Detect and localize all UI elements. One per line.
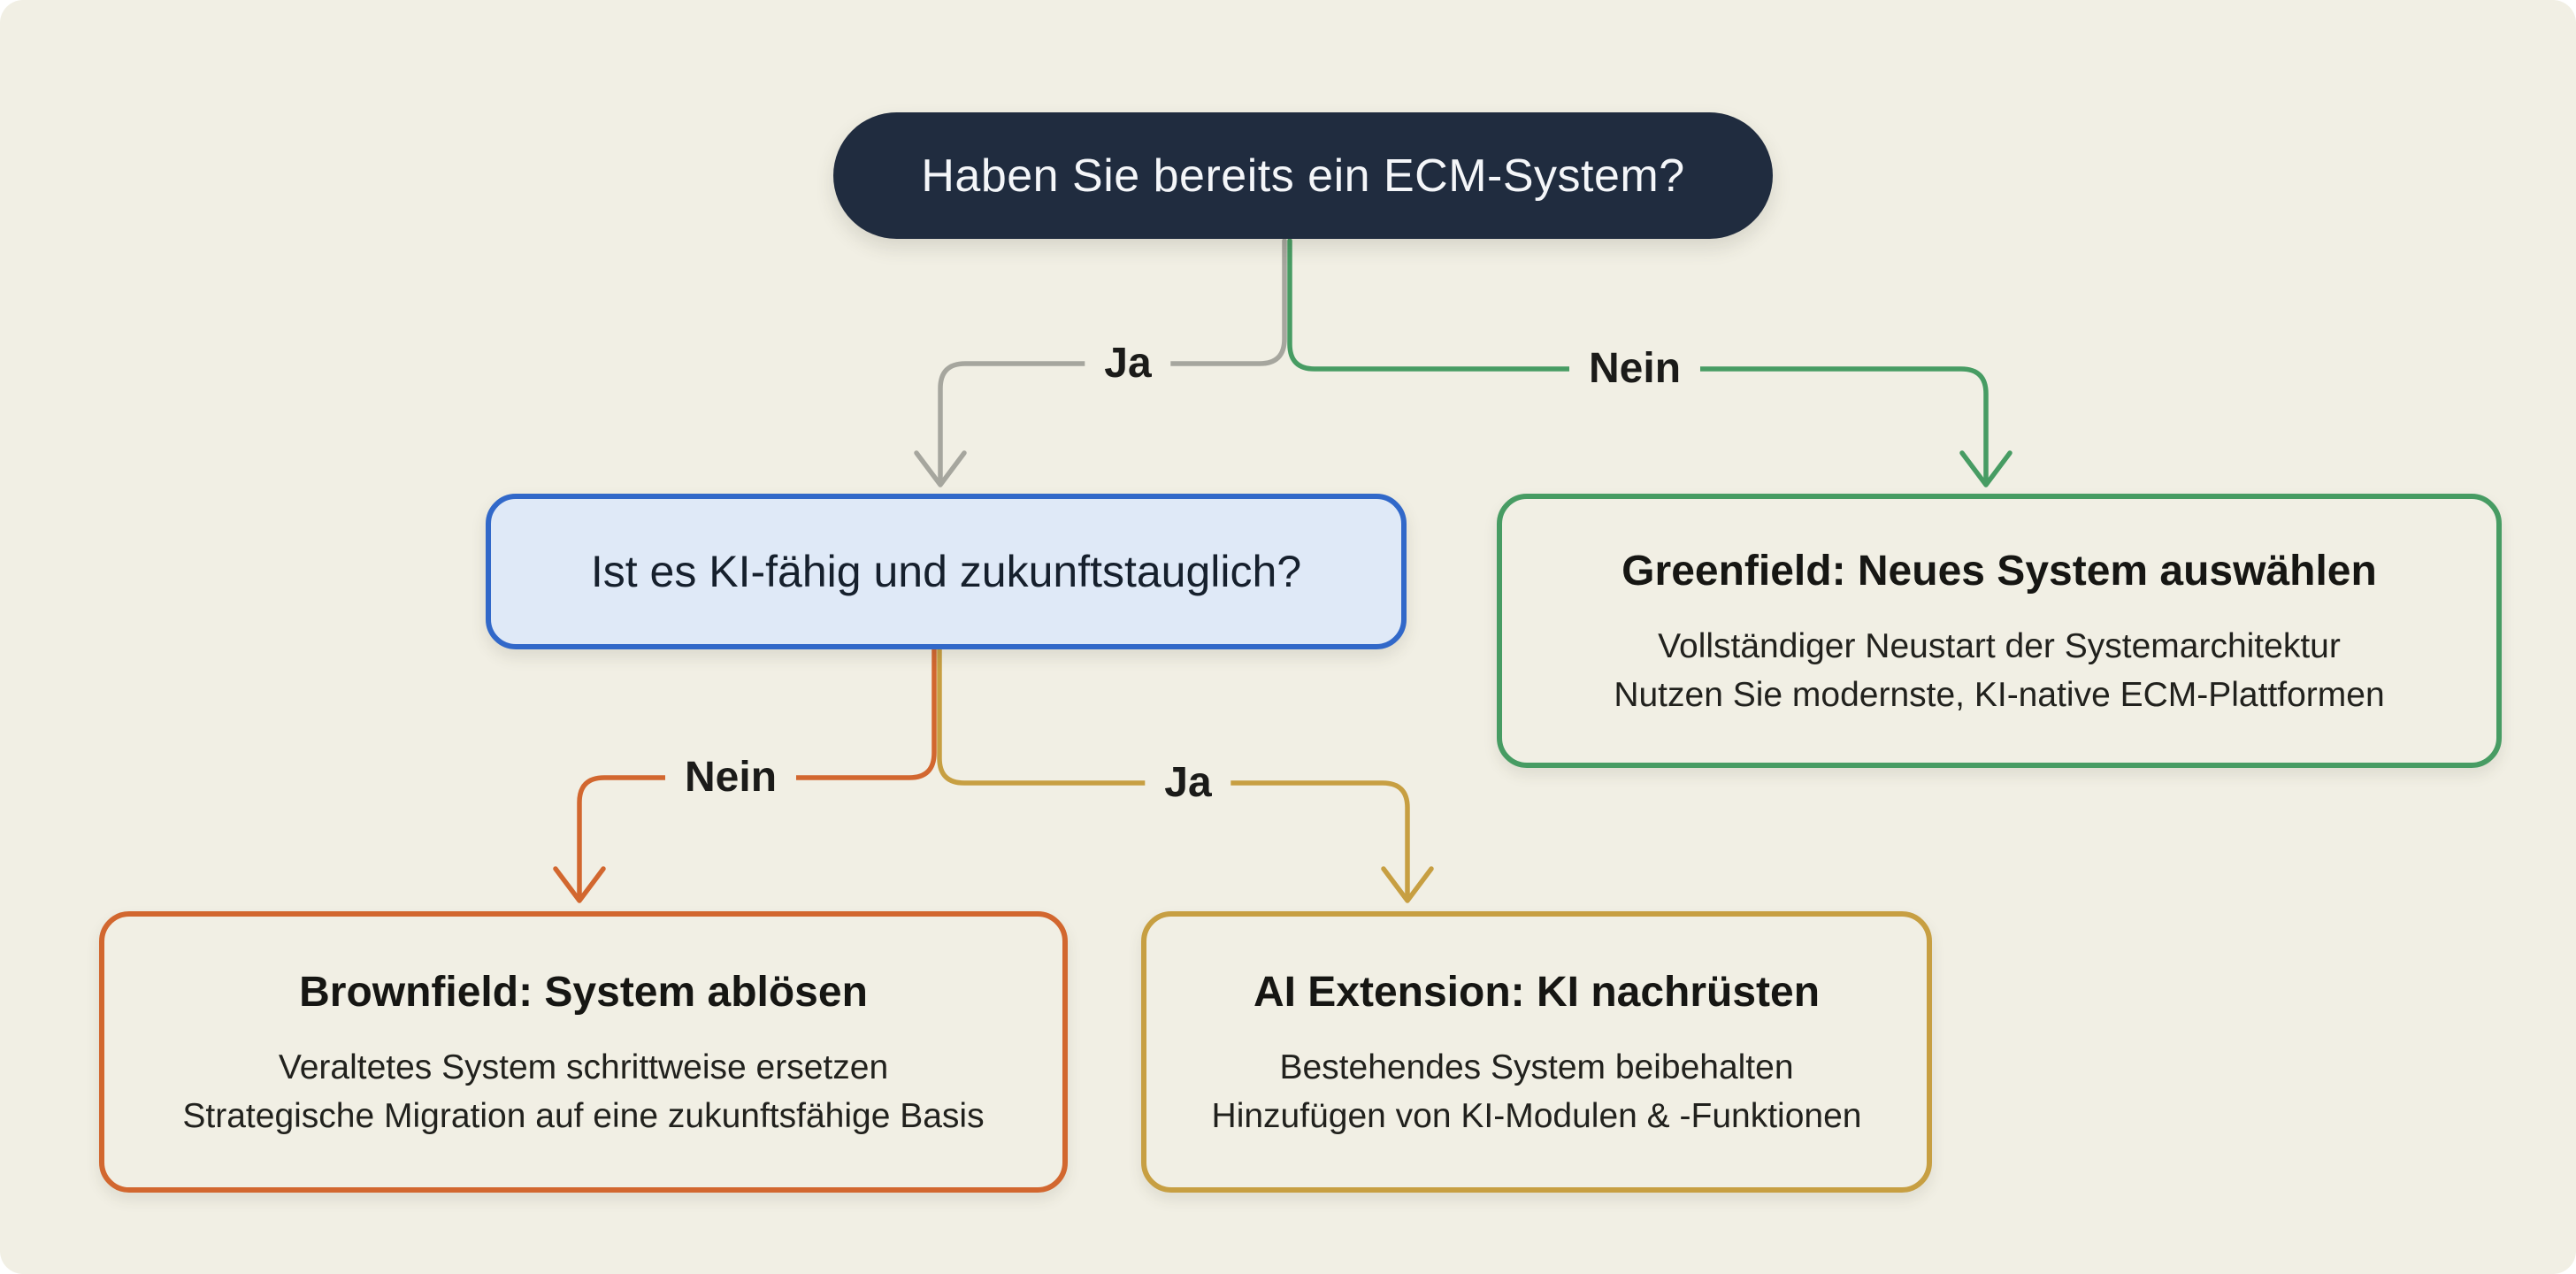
node-brownfield: Brownfield: System ablösen Veraltetes Sy… [99,911,1068,1193]
ai-extension-line2: Hinzufügen von KI-Modulen & -Funktionen [1211,1096,1862,1135]
ai-extension-title: AI Extension: KI nachrüsten [1253,968,1821,1016]
brownfield-line2: Strategische Migration auf eine zukunfts… [182,1096,985,1135]
greenfield-line1: Vollständiger Neustart der Systemarchite… [1658,626,2341,665]
question2-text: Ist es KI-fähig und zukunftstauglich? [590,547,1302,596]
brownfield-title: Brownfield: System ablösen [299,968,868,1016]
ai-extension-line1: Bestehendes System beibehalten [1279,1048,1794,1086]
node-root-question: Haben Sie bereits ein ECM-System? [833,112,1773,239]
arrowhead-down-icon [1959,450,2012,487]
greenfield-line2: Nutzen Sie modernste, KI-native ECM-Plat… [1614,675,2385,714]
edge-label-root-no: Nein [1568,346,1701,392]
edge-label-q2-no: Nein [664,755,797,801]
root-question-text: Haben Sie bereits ein ECM-System? [921,150,1685,202]
edge-label-q2-yes: Ja [1145,760,1231,806]
arrowhead-down-icon [553,866,606,903]
arrowhead-down-icon [914,450,967,487]
node-ai-extension: AI Extension: KI nachrüsten Bestehendes … [1141,911,1932,1193]
edge-label-root-yes: Ja [1085,341,1171,387]
arrowhead-down-icon [1381,866,1434,903]
node-question-ki-capable: Ist es KI-fähig und zukunftstauglich? [486,494,1407,649]
node-greenfield: Greenfield: Neues System auswählen Volls… [1497,494,2502,768]
greenfield-title: Greenfield: Neues System auswählen [1622,547,2377,595]
brownfield-line1: Veraltetes System schrittweise ersetzen [278,1048,889,1086]
